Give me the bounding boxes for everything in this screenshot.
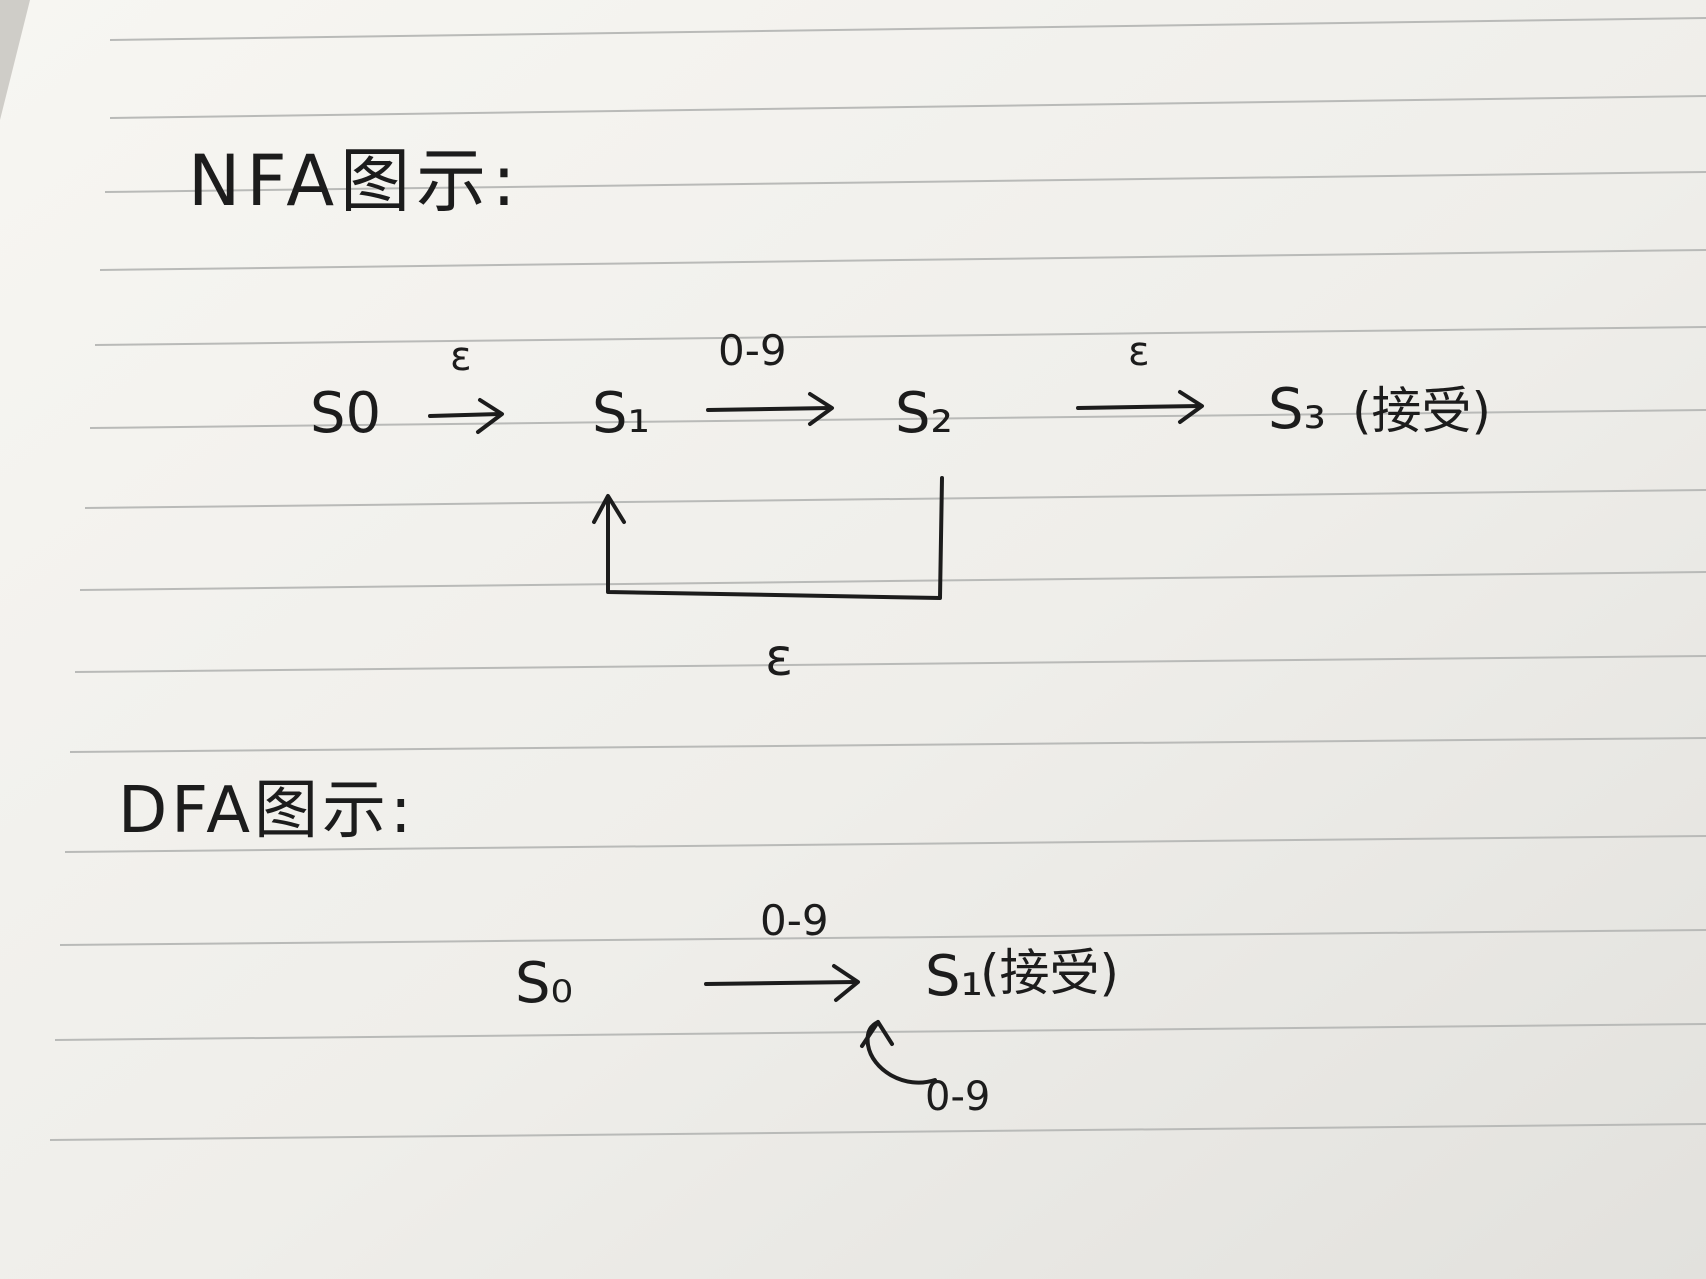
nfa-state-s3-accept-note: (接受) (1352, 382, 1491, 440)
dfa-label-s0-s1: 0-9 (760, 896, 829, 945)
dfa-heading: DFA图示: (118, 774, 416, 848)
dfa-arrow-s0-s1 (704, 964, 860, 1002)
nfa-heading: NFA图示: (188, 140, 522, 222)
nfa-arrow-s2-s3 (1076, 390, 1204, 424)
dfa-self-loop-s1 (860, 1020, 937, 1085)
dfa-state-s0: S₀ (515, 951, 573, 1016)
nfa-state-s3: S₃ (1268, 377, 1326, 442)
dfa-state-s1: S₁ (925, 944, 983, 1009)
nfa-label-s2-s3: ε (1128, 329, 1150, 375)
ruled-lines (49, 17, 1706, 1141)
nfa-state-s2: S₂ (895, 381, 953, 446)
nfa-label-s2-s1-back: ε (765, 628, 793, 688)
nfa-state-s1: S₁ (592, 381, 650, 446)
nfa-state-s0: S0 (310, 381, 381, 446)
nfa-arrow-s0-s1 (428, 398, 504, 434)
page-corner-shadow (0, 0, 30, 120)
nfa-arrow-s1-s2 (706, 392, 834, 426)
dfa-state-s1-accept-note: (接受) (980, 944, 1119, 1002)
nfa-arrow-s2-s1-epsilon-loop (592, 476, 944, 600)
nfa-label-s1-s2: 0-9 (718, 326, 787, 375)
nfa-label-s0-s1: ε (450, 334, 472, 380)
